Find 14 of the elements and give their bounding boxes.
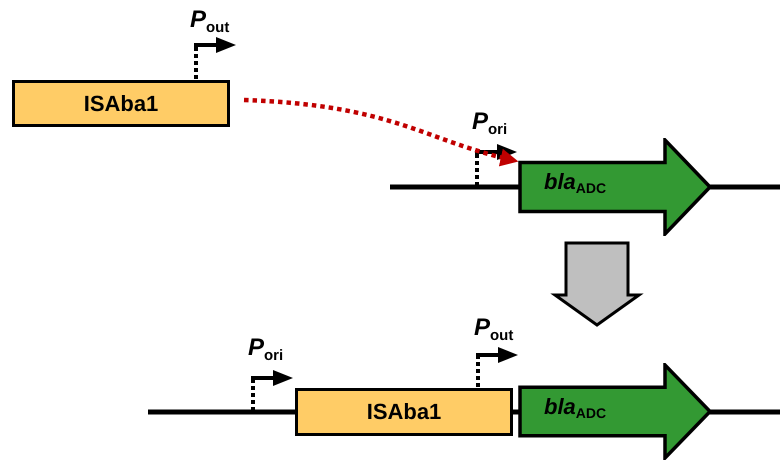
gene-name: bla$_{ADC}$ — [544, 169, 606, 196]
element-name: ISAba1 — [82, 90, 160, 116]
gene-arrow — [518, 363, 712, 460]
promoter-label: P$_{ori}$ — [472, 108, 508, 138]
insertion-sequence-box — [295, 388, 513, 436]
block-arrow — [550, 242, 644, 327]
dotted-arrow — [244, 98, 518, 166]
promoter-label: P$_{out}$ — [474, 314, 514, 344]
gene-arrow — [518, 138, 712, 236]
element-name: ISAba1 — [366, 399, 442, 425]
promoter-label: P$_{ori}$ — [248, 334, 284, 364]
gene-name: bla$_{ADC}$ — [544, 394, 606, 420]
promoter-label: P$_{out}$ — [190, 6, 230, 36]
insertion-sequence-box — [12, 80, 230, 127]
